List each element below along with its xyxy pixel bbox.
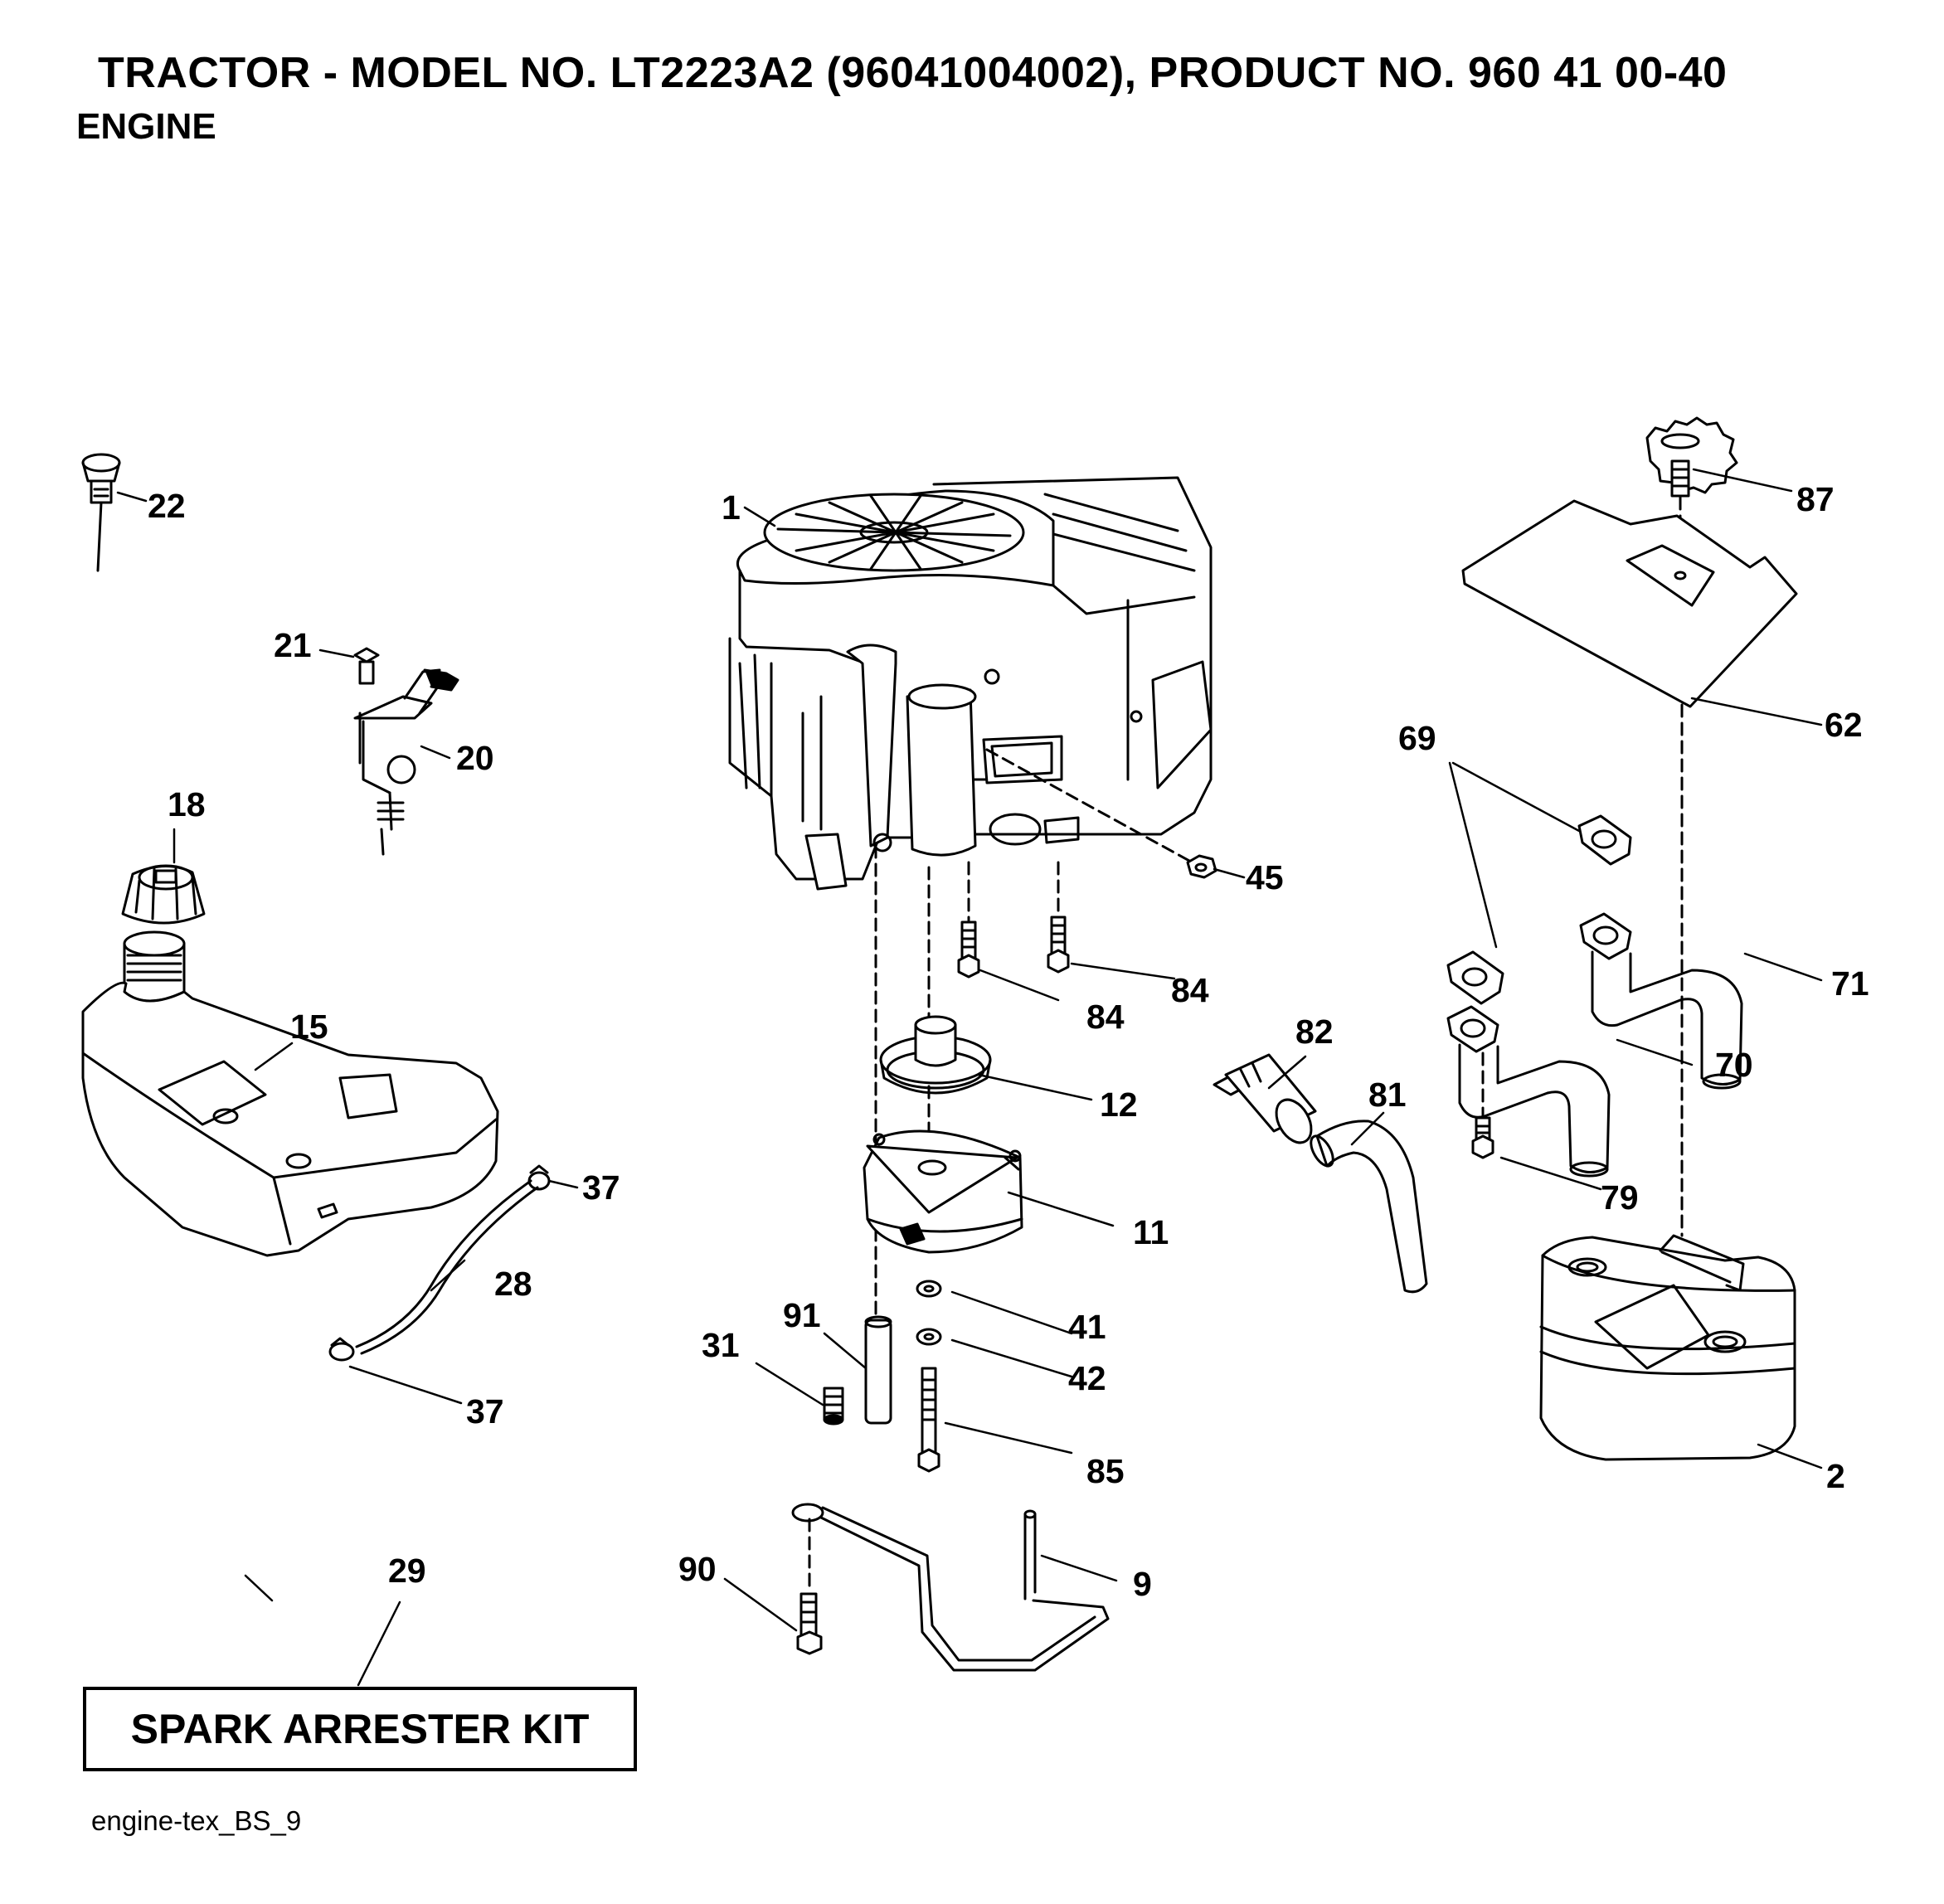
- throttle-control-part: [353, 647, 459, 856]
- callout-90: 90: [678, 1550, 717, 1588]
- fuel-line-part: [328, 1164, 551, 1362]
- callout-42: 42: [1068, 1359, 1106, 1397]
- spacer-tube-part: [864, 1315, 892, 1425]
- callout-69: 69: [1398, 719, 1436, 757]
- callout-37-bottom: 37: [466, 1392, 504, 1430]
- callout-45: 45: [1246, 858, 1284, 896]
- bracket-rod-part: [791, 1503, 1110, 1672]
- callout-62: 62: [1825, 706, 1863, 744]
- exhaust-pipe-upper-part: [1579, 912, 1743, 1090]
- callout-15: 15: [290, 1008, 328, 1046]
- section-subtitle: ENGINE: [76, 106, 216, 147]
- callout-22: 22: [148, 487, 186, 525]
- electric-clutch-part: [863, 1129, 1023, 1254]
- spark-arrester-kit-label: SPARK ARRESTER KIT: [130, 1706, 590, 1752]
- callout-81: 81: [1368, 1076, 1407, 1114]
- callout-11: 11: [1133, 1213, 1169, 1251]
- fuel-tank-part: [81, 930, 499, 1257]
- callout-84-left: 84: [1086, 998, 1125, 1036]
- callout-28: 28: [494, 1265, 532, 1303]
- choke-knob-part: [81, 453, 121, 572]
- callout-18: 18: [168, 785, 206, 823]
- page-title: TRACTOR - MODEL NO. LT2223A2 (9604100400…: [98, 49, 1728, 97]
- nut-part: [985, 748, 1217, 879]
- exhaust-bolt-part: [1471, 1052, 1494, 1159]
- gaskets-part: [1446, 814, 1632, 1005]
- fuel-cap-part: [121, 864, 206, 925]
- pulley-part: [879, 1015, 992, 1095]
- callout-91: 91: [783, 1296, 821, 1334]
- rod-bolt-part: [796, 1518, 823, 1655]
- callout-41: 41: [1068, 1308, 1106, 1346]
- callout-31: 31: [702, 1326, 740, 1364]
- callout-21: 21: [274, 626, 312, 664]
- callout-85: 85: [1086, 1452, 1125, 1490]
- engine-part: [728, 476, 1213, 891]
- callout-37-top: 37: [582, 1168, 620, 1207]
- callout-9: 9: [1133, 1565, 1152, 1603]
- callout-1: 1: [722, 488, 741, 527]
- engine-bolts-part: [957, 861, 1070, 979]
- nut-insert-part: [823, 1387, 844, 1426]
- callout-2: 2: [1826, 1457, 1845, 1495]
- hose-fitting-part: [1213, 1053, 1317, 1144]
- muffler-part: [1539, 1234, 1796, 1461]
- clutch-bolt-part: [917, 1367, 940, 1473]
- washers-part: [916, 1280, 942, 1346]
- callout-84-right: 84: [1171, 971, 1209, 1009]
- callout-20: 20: [456, 739, 494, 777]
- callout-79: 79: [1601, 1178, 1639, 1217]
- callout-82: 82: [1295, 1013, 1334, 1051]
- callout-29: 29: [388, 1552, 426, 1590]
- callout-70: 70: [1715, 1046, 1753, 1084]
- callout-87: 87: [1796, 480, 1835, 518]
- heat-shield-part: [1461, 499, 1798, 1237]
- diagram-code: engine-tex_BS_9: [91, 1805, 302, 1836]
- callout-12: 12: [1100, 1086, 1138, 1124]
- callout-71: 71: [1831, 964, 1869, 1003]
- spark-arrester-kit-box: SPARK ARRESTER KIT: [83, 1687, 637, 1771]
- hose-part: [1310, 1120, 1428, 1294]
- leader-lines: [116, 468, 1823, 1687]
- exhaust-pipe-lower-part: [1446, 1005, 1611, 1178]
